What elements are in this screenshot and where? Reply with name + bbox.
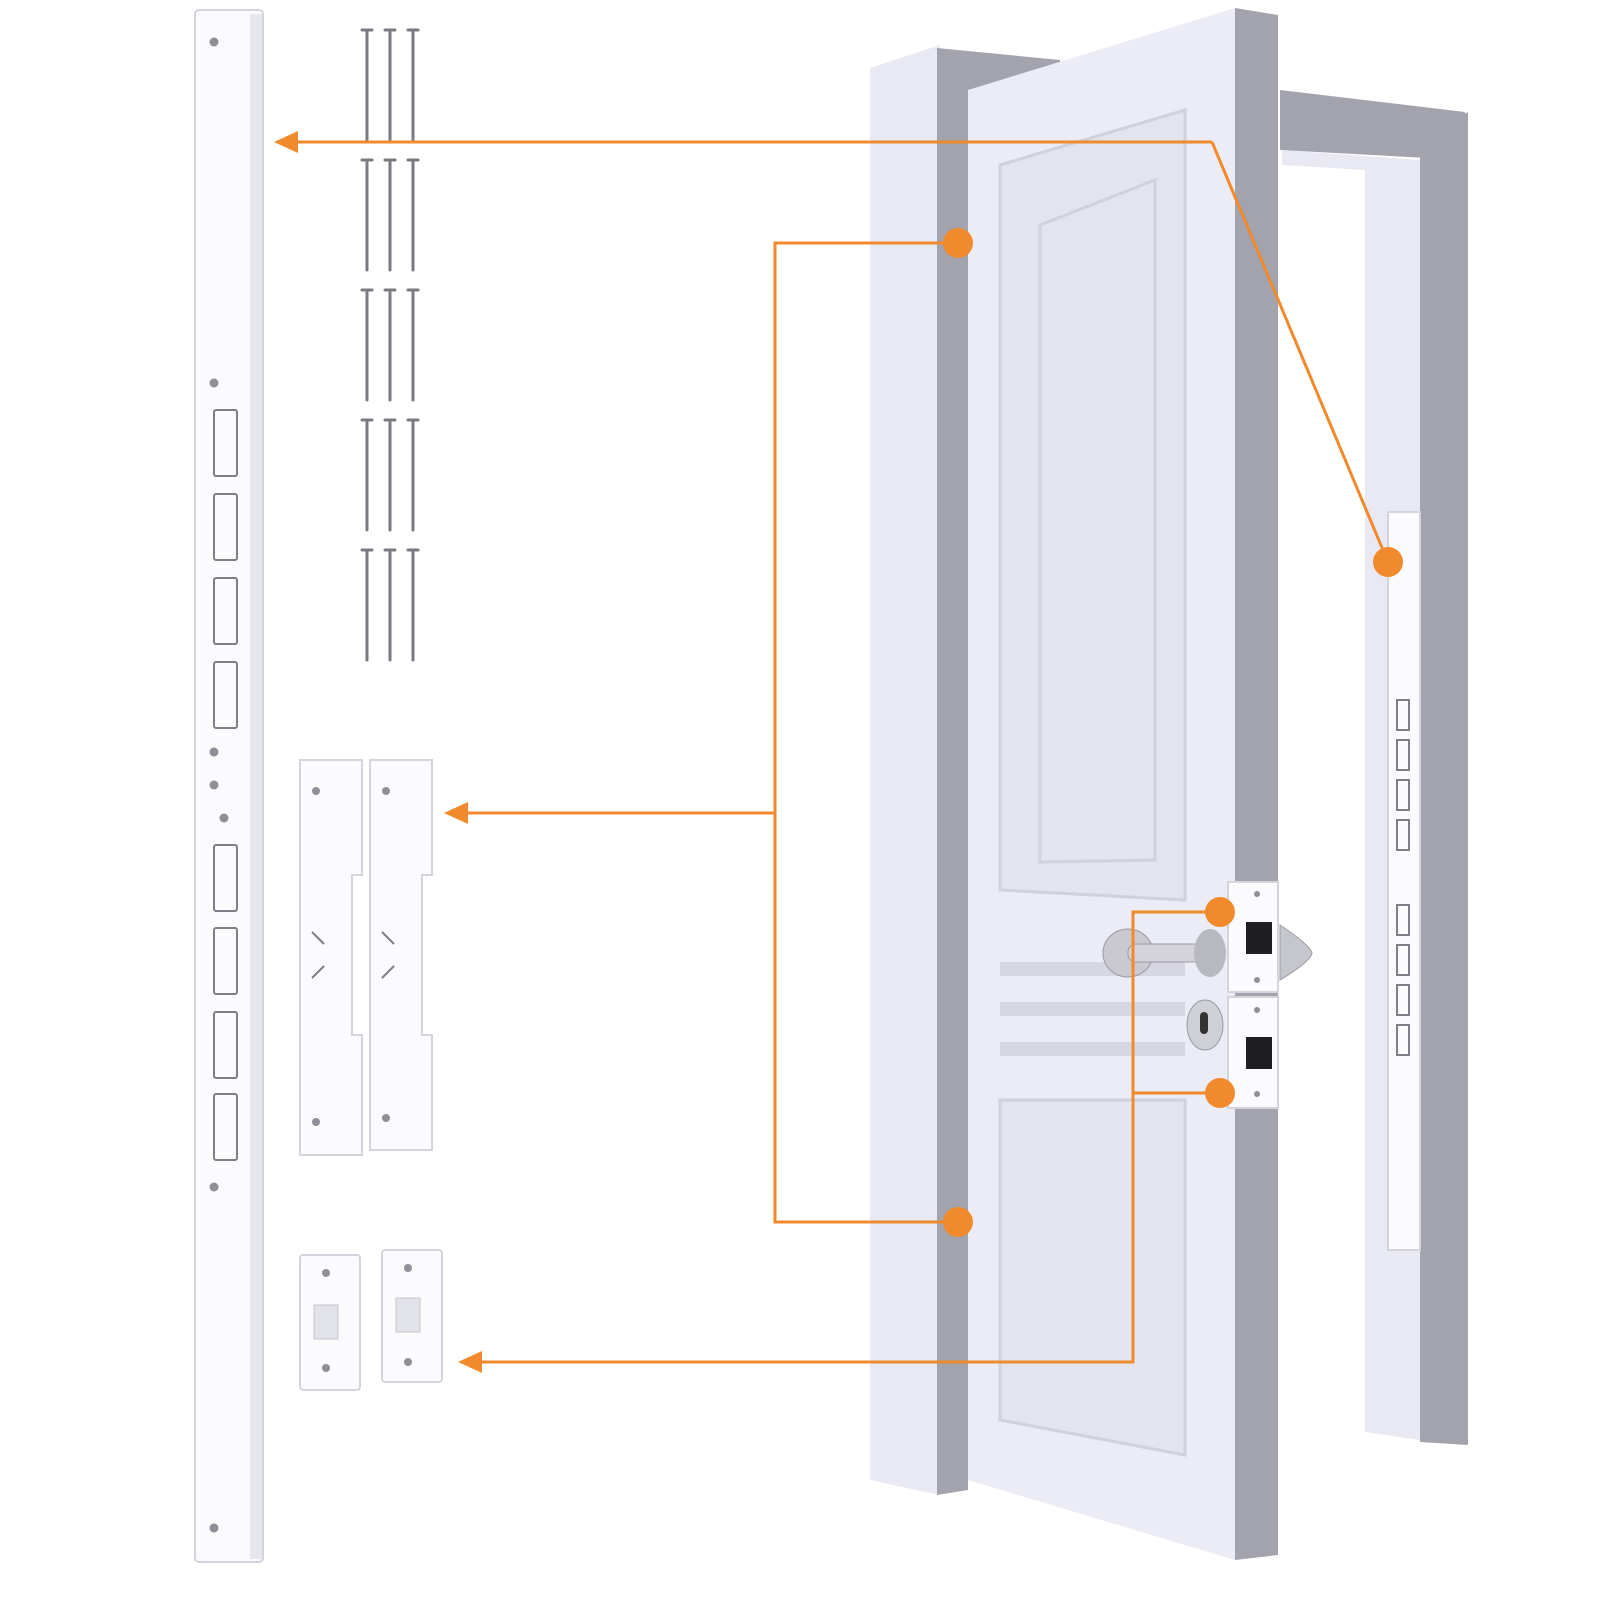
arrowhead-long-strip [274, 131, 298, 153]
long-reinforcement-strip [194, 9, 264, 1563]
hinge-plate-right [369, 759, 433, 1151]
strip-slot [213, 1093, 238, 1161]
jamb-strip-slot [1396, 904, 1410, 936]
jamb-strip-slot [1396, 779, 1410, 811]
strip-slot [213, 844, 238, 912]
screw-hole [209, 37, 219, 47]
screw-hole [209, 1523, 219, 1533]
arrowhead-strike-plates [458, 1351, 482, 1373]
jamb-strip-slot [1396, 819, 1410, 851]
door-handle-icon[interactable] [1102, 924, 1313, 981]
jamb-strip-slot [1396, 699, 1410, 731]
callout-lines [274, 131, 1403, 1373]
jamb-strip-slot [1396, 984, 1410, 1016]
screw-hole [209, 1182, 219, 1192]
jamb-strip-slot [1396, 944, 1410, 976]
lower-panel [998, 1098, 1187, 1457]
strip-slot [213, 927, 238, 995]
strip-slot [213, 493, 238, 561]
screw-hole [209, 747, 219, 757]
jamb-strip-slot [1396, 1024, 1410, 1056]
strip-slot [213, 577, 238, 645]
keyhole-icon[interactable] [1186, 999, 1224, 1051]
door-slab [968, 8, 1278, 1560]
callout-dot-upper-strike [1205, 897, 1235, 927]
arrowhead-hinge-plates [444, 802, 468, 824]
door-frame [870, 45, 1468, 1495]
callout-strike-bracket [466, 910, 1220, 1364]
strip-slot [213, 661, 238, 729]
callout-long-strip-diagonal [1210, 141, 1390, 563]
callout-dot-upper-hinge [943, 228, 973, 258]
screw-set [360, 28, 420, 662]
screw-hole [209, 378, 219, 388]
jamb-strip-slot [1396, 739, 1410, 771]
strike-plate-left [299, 1254, 361, 1391]
callout-dot-lower-hinge [943, 1207, 973, 1237]
hinge-plate-left [299, 759, 363, 1156]
screw-hole [219, 813, 229, 823]
strip-slot [213, 409, 238, 477]
callout-dot-lower-strike [1205, 1078, 1235, 1108]
strip-slot [213, 1011, 238, 1079]
screw-hole [209, 780, 219, 790]
callout-dot-jamb-strip [1373, 547, 1403, 577]
installed-jamb-strip [1387, 511, 1421, 1251]
strike-plate-right [381, 1249, 443, 1383]
lock-hardware [1102, 881, 1313, 1109]
callout-hinge-bracket [773, 241, 958, 1224]
